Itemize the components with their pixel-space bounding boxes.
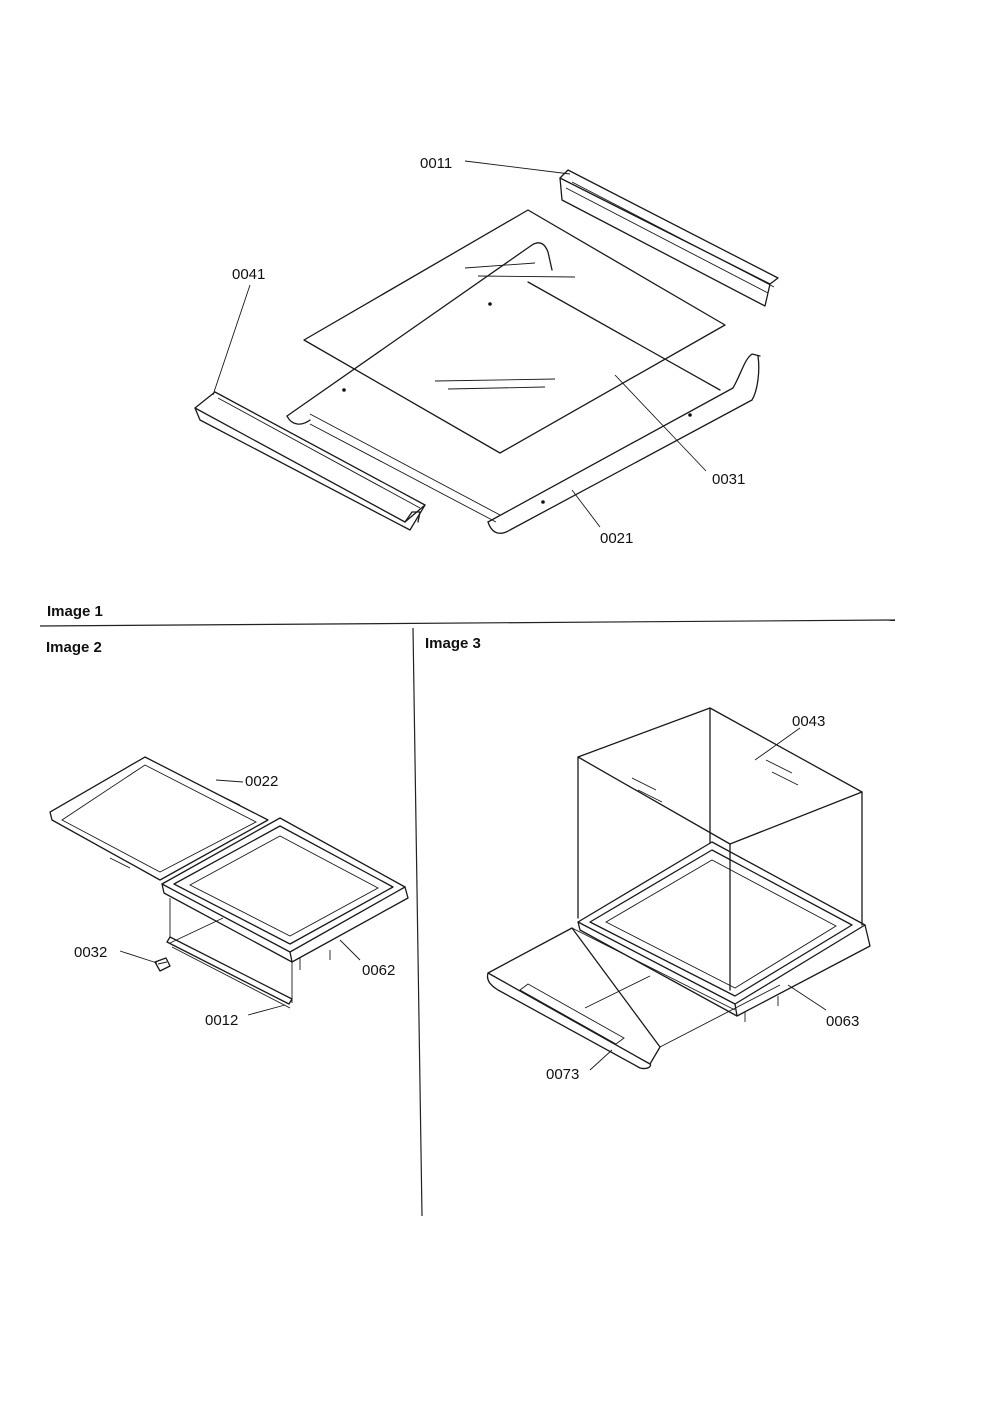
callout-0041: 0041 xyxy=(232,266,265,283)
callout-0032: 0032 xyxy=(74,944,107,961)
clip-0032 xyxy=(154,957,171,972)
callout-0063: 0063 xyxy=(826,1013,859,1030)
drawer-box-0043 xyxy=(577,707,863,991)
callout-0043: 0043 xyxy=(792,713,825,730)
rear-trim-0011 xyxy=(559,169,779,307)
side-rail-0021 xyxy=(286,242,761,534)
image-3-assembly: 0043 0063 0073 xyxy=(486,707,871,1083)
frame-0063 xyxy=(577,841,871,1022)
callout-0022: 0022 xyxy=(245,773,278,790)
section-divider-horizontal xyxy=(39,619,896,627)
frame-0062 xyxy=(161,817,409,1003)
glass-shelf-0031 xyxy=(303,209,726,454)
callout-0031: 0031 xyxy=(712,471,745,488)
callout-0062: 0062 xyxy=(362,962,395,979)
front-rail-0012 xyxy=(166,917,293,1009)
front-trim-0041 xyxy=(194,391,426,531)
image-2-assembly: 0022 0032 0062 0012 xyxy=(49,756,409,1029)
callout-0021: 0021 xyxy=(600,530,633,547)
drawer-front-0073 xyxy=(486,927,781,1070)
section-label-image-2: Image 2 xyxy=(46,639,102,656)
section-divider-vertical xyxy=(412,627,423,1217)
section-label-image-3: Image 3 xyxy=(425,635,481,652)
callout-0012: 0012 xyxy=(205,1012,238,1029)
image-1-assembly: 0011 0041 0031 0021 xyxy=(194,155,779,547)
callout-0073: 0073 xyxy=(546,1066,579,1083)
callout-0011: 0011 xyxy=(420,155,452,172)
cover-panel-0022 xyxy=(49,756,269,881)
section-label-image-1: Image 1 xyxy=(47,603,103,620)
